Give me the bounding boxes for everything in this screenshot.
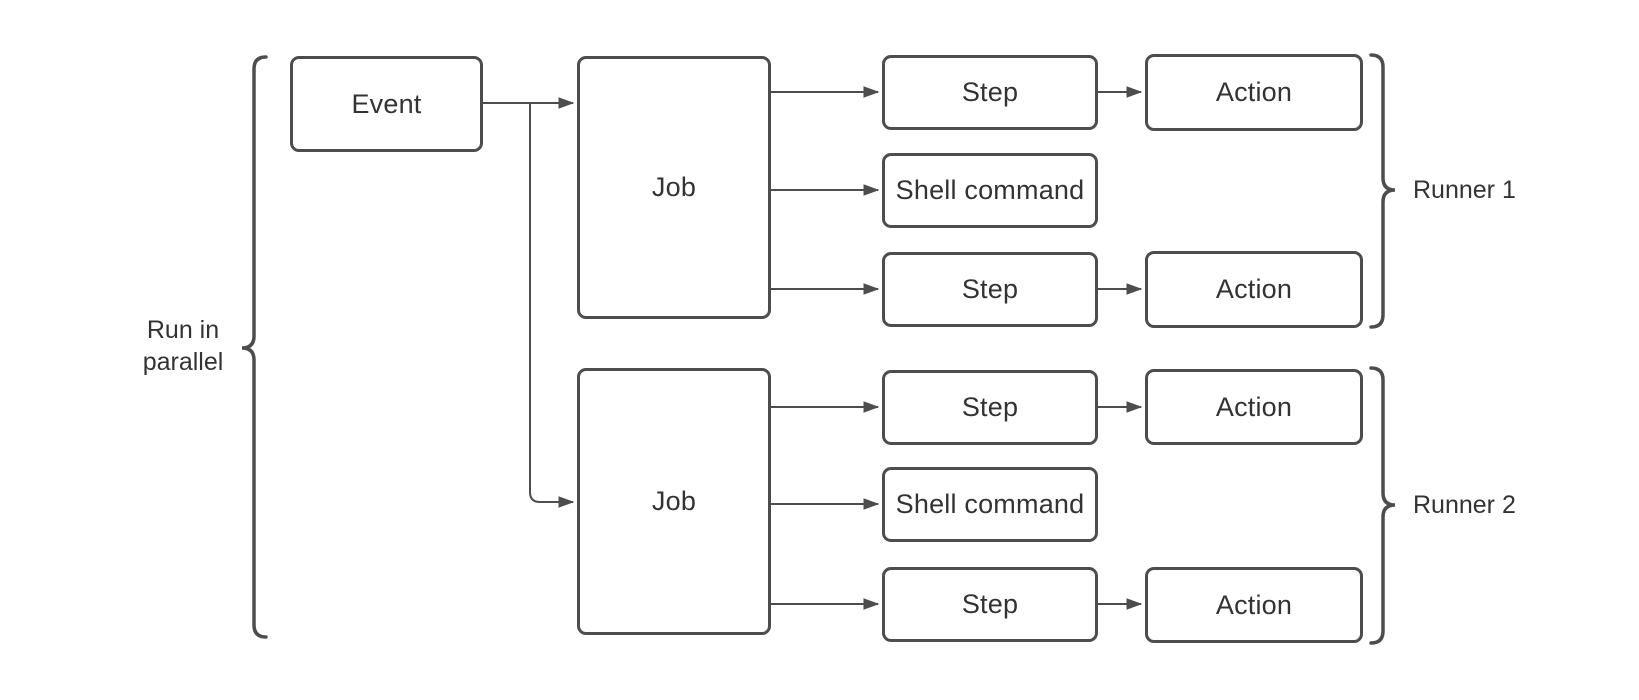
label-runner-2: Runner 2: [1413, 491, 1516, 519]
node-runner1-action-1: Action: [1145, 54, 1363, 131]
node-job-2: Job: [577, 368, 771, 635]
brace-runner-1: [1369, 53, 1396, 329]
node-runner2-step-2: Step: [882, 567, 1098, 642]
node-runner1-action-2: Action: [1145, 251, 1363, 328]
node-runner2-action-1: Action: [1145, 369, 1363, 445]
arrow-event-to-job2: [529, 104, 573, 502]
label-run-in-parallel: Run in parallel: [142, 316, 224, 376]
node-runner2-action-2: Action: [1145, 567, 1363, 643]
node-runner1-shell-command: Shell command: [882, 153, 1098, 228]
brace-run-in-parallel: [241, 55, 268, 639]
node-event: Event: [290, 56, 483, 152]
node-runner1-step-1: Step: [882, 55, 1098, 130]
node-runner2-step-1: Step: [882, 370, 1098, 445]
node-runner2-shell-command: Shell command: [882, 467, 1098, 542]
node-runner1-step-2: Step: [882, 252, 1098, 327]
label-runner-1: Runner 1: [1413, 176, 1516, 204]
brace-runner-2: [1369, 366, 1396, 645]
node-job-1: Job: [577, 56, 771, 319]
